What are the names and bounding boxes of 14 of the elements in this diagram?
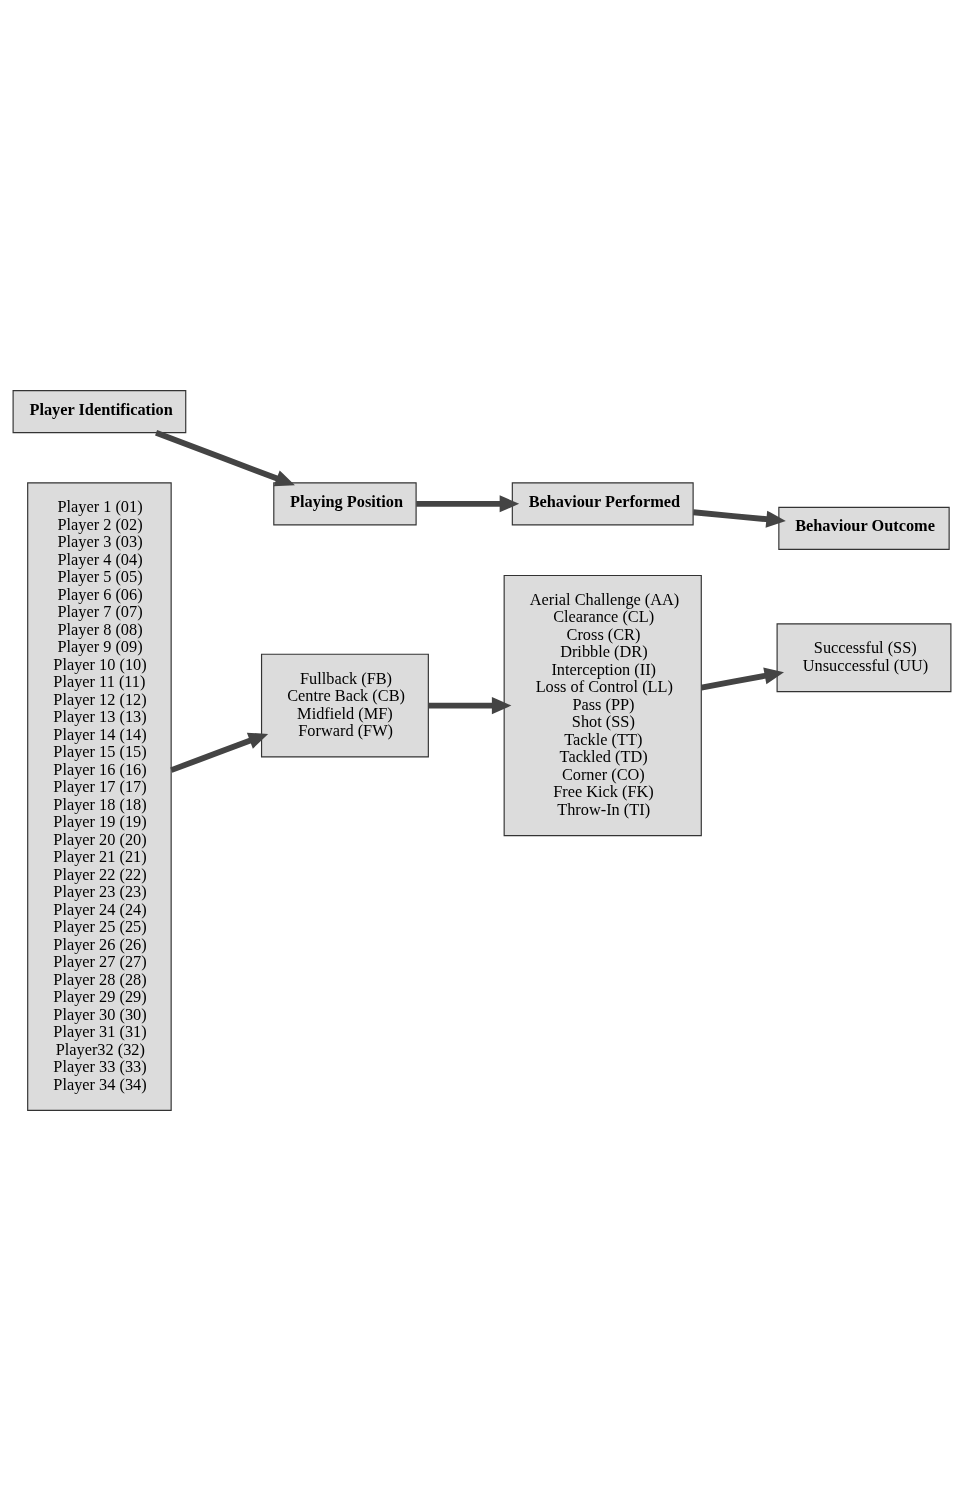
arrow [170, 732, 269, 773]
node-box: Behaviour Performed [511, 482, 694, 526]
node-box: Aerial Challenge (AA) Clearance (CL) Cross (CR) Dribble (DR) Interception (II) Loss of Control (LL) Pass (PP) Shot (SS) Tackle (TT) Tackled (TD) Corner (CO) Free Kick (FK) Throw-In (TI) [503, 574, 702, 837]
node-box: Fullback (FB) Centre Back (CB) Midfield (MF) Forward (FW) [260, 653, 429, 758]
node-box: Playing Position [273, 482, 417, 526]
arrow [155, 429, 295, 487]
node-box: Behaviour Outcome [778, 506, 950, 550]
node-box: Player 1 (01) Player 2 (02) Player 3 (03) Player 4 (04) Player 5 (05) Player 6 (06) Player 7 (07) Player 8 (08) Player 9 (09) Player 10 (10) Player 11 (11) Player 12 (12) Player 13 (13) Player 14 (14) Player 15 (15) Player 16 (16) Player 17 (17) Player 18 (18) Player 19 (19) Player 20 (20) Player 21 (21) Player 22 (22) Player 23 (23) Player 24 (24) Player 25 (25) Player 26 (26) Player 27 (27) Player 28 (28) Player 29 (29) Player 30 (30) Player 31 (31) Player32 (32) Player 33 (33) Player 34 (34) [27, 482, 172, 1111]
node-box: Player Identification [12, 390, 187, 434]
arrow [428, 697, 512, 715]
node-box: Successful (SS) Unsuccessful (UU) [776, 623, 952, 693]
arrow [700, 667, 784, 691]
arrow [693, 509, 786, 528]
arrow [416, 495, 520, 513]
